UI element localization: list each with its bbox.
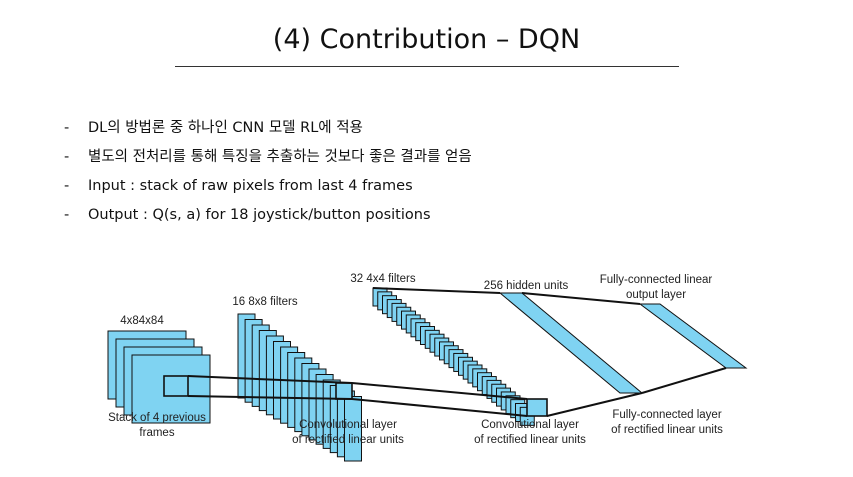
hidden-units-label: 256 hidden units — [484, 280, 569, 292]
bullet-marker: - — [64, 207, 70, 223]
conv2-to-hidden-bottom-connection — [546, 392, 643, 417]
network-layers — [107, 287, 748, 462]
hidden-to-output-bottom-connection — [641, 367, 727, 394]
hidden-to-output-top-connection — [521, 292, 641, 305]
input-size-label: 4x84x84 — [120, 315, 164, 327]
output-layer-bar — [638, 303, 748, 369]
fc-caption-line2: of rectified linear units — [611, 424, 723, 436]
bullet-text: DL의 방법론 중 하나인 CNN 모델 RL에 적용 — [88, 120, 363, 136]
output-caption-line2: output layer — [626, 289, 686, 301]
bullet-text: Output : Q(s, a) for 18 joystick/button … — [88, 207, 431, 223]
input-to-conv1-bottom-connection — [187, 395, 353, 400]
bullet-item: - Output : Q(s, a) for 18 joystick/butto… — [64, 205, 472, 234]
bullet-marker: - — [64, 178, 70, 194]
hidden-layer-bar — [498, 292, 644, 394]
conv1-filters-label: 16 8x8 filters — [232, 296, 297, 308]
conv1-feature-map — [344, 396, 362, 462]
bullet-marker: - — [64, 149, 70, 165]
input-to-conv1-top-connection — [187, 375, 353, 384]
conv2-caption-line1: Convolutional layer — [481, 419, 579, 431]
title-underline — [175, 66, 679, 67]
conv1-to-conv2-bottom-connection — [351, 398, 528, 417]
input-receptive-field — [163, 375, 189, 397]
conv1-receptive-field — [335, 382, 353, 400]
conv2-to-hidden-top-connection — [372, 287, 501, 294]
output-caption-line1: Fully-connected linear — [600, 274, 713, 286]
slide-title: (4) Contribution – DQN — [272, 24, 581, 55]
conv2-last-map — [526, 398, 548, 417]
input-caption-line2: frames — [139, 427, 174, 439]
conv2-filters-label: 32 4x4 filters — [350, 273, 415, 285]
input-caption-line1: Stack of 4 previous — [108, 412, 206, 424]
fc-caption-line1: Fully-connected layer — [612, 409, 721, 421]
layer-connections — [187, 287, 727, 417]
bullet-marker: - — [64, 120, 70, 136]
conv1-to-conv2-top-connection — [351, 382, 528, 400]
bullet-text: 별도의 전처리를 통해 특징을 추출하는 것보다 좋은 결과를 얻음 — [88, 149, 472, 165]
bullet-text: Input : stack of raw pixels from last 4 … — [88, 178, 413, 194]
bullet-item: - DL의 방법론 중 하나인 CNN 모델 RL에 적용 — [64, 118, 472, 147]
bullet-item: - Input : stack of raw pixels from last … — [64, 176, 472, 205]
dqn-architecture-diagram: 4x84x84 Stack of 4 previous frames 16 8x… — [107, 273, 748, 462]
bullet-list: - DL의 방법론 중 하나인 CNN 모델 RL에 적용 - 별도의 전처리를… — [64, 118, 472, 234]
bullet-item: - 별도의 전처리를 통해 특징을 추출하는 것보다 좋은 결과를 얻음 — [64, 147, 472, 176]
conv1-caption-line2: of rectified linear units — [292, 434, 404, 446]
conv2-caption-line2: of rectified linear units — [474, 434, 586, 446]
conv1-caption-line1: Convolutional layer — [299, 419, 397, 431]
